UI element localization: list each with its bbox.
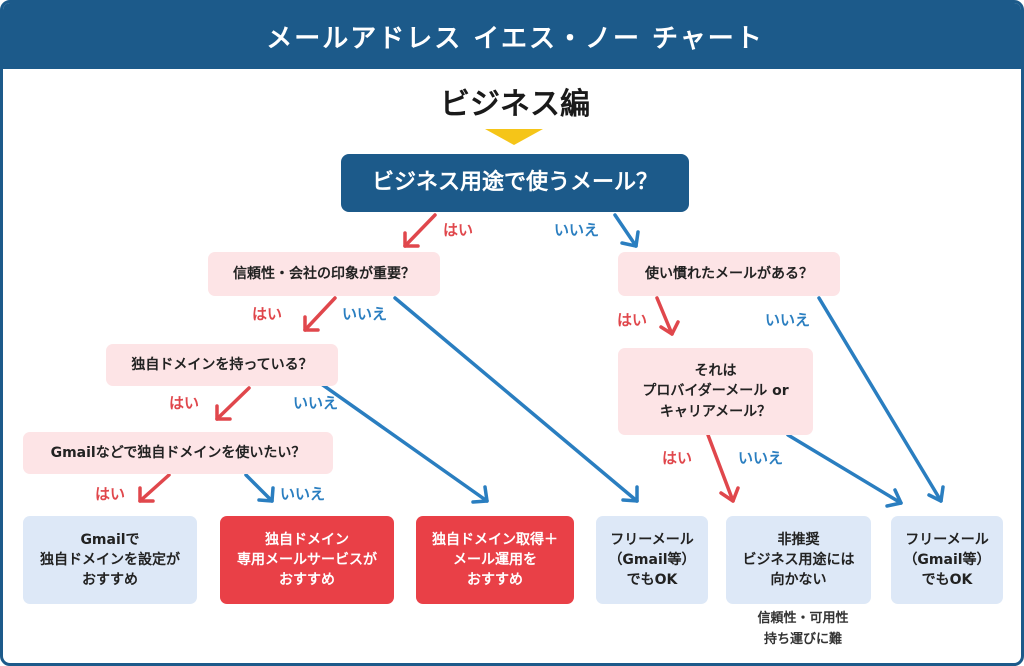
- question-provider: それは プロバイダーメール or キャリアメール？: [618, 348, 813, 435]
- note-not-recommended: 信頼性・可用性 持ち運びに難: [733, 609, 873, 651]
- subtitle: ビジネス編: [440, 87, 590, 122]
- header-title: メールアドレス イエス・ノー チャート: [3, 3, 1021, 69]
- result-free-1-line1: フリーメール: [610, 531, 694, 548]
- arrow-trust-no: [393, 296, 639, 503]
- arrow-gmail-no: [244, 473, 275, 503]
- question-gmail-domain-text: Gmailなどで独自ドメインを使いたい？: [50, 444, 306, 461]
- label-domain-no: いいえ: [293, 394, 339, 412]
- arrow-main-yes: [403, 213, 437, 248]
- question-trust-text: 信頼性・会社の印象が重要？: [233, 265, 415, 282]
- question-used-to-text: 使い慣れたメールがある？: [645, 265, 813, 282]
- question-main-text: ビジネス用途で使うメール？: [371, 170, 658, 196]
- label-trust-no: いいえ: [342, 305, 388, 323]
- arrow-used-no: [817, 296, 945, 503]
- label-main-yes: はい: [443, 221, 474, 239]
- question-main: ビジネス用途で使うメール？: [341, 154, 689, 212]
- result-not-recommended-line3: 向かない: [770, 572, 827, 589]
- question-domain-text: 独自ドメインを持っている？: [131, 356, 313, 373]
- label-used-yes: はい: [617, 311, 648, 329]
- label-gmail-yes: はい: [95, 485, 126, 503]
- result-dedicated-line2: 専用メールサービスが: [237, 551, 377, 568]
- result-free-2-line2: （Gmail等）: [903, 551, 991, 568]
- result-free-2-line3: でもOK: [921, 572, 973, 589]
- result-free-1-line3: でもOK: [626, 572, 678, 589]
- result-gmail-domain: Gmailで 独自ドメインを設定が おすすめ: [23, 516, 197, 604]
- result-dedicated: 独自ドメイン 専用メールサービスが おすすめ: [220, 516, 394, 604]
- arrow-domain-no: [301, 369, 489, 504]
- result-acquire-line1: 独自ドメイン取得＋: [432, 531, 558, 548]
- question-provider-line2: プロバイダーメール or: [642, 383, 789, 400]
- result-free-1-line2: （Gmail等）: [608, 551, 696, 568]
- arrow-provider-no: [786, 433, 903, 508]
- question-provider-line3: キャリアメール？: [659, 403, 772, 420]
- result-not-recommended: 非推奨 ビジネス用途には 向かない: [726, 516, 871, 604]
- result-not-recommended-line1: 非推奨: [777, 531, 820, 548]
- note-line2: 持ち運びに難: [763, 631, 842, 647]
- result-not-recommended-line2: ビジネス用途には: [742, 551, 855, 568]
- label-used-no: いいえ: [765, 311, 811, 329]
- result-acquire-line2: メール運用を: [453, 551, 537, 568]
- connector-layer: [138, 129, 945, 508]
- result-gmail-domain-line1: Gmailで: [80, 531, 140, 548]
- note-line1: 信頼性・可用性: [757, 611, 849, 626]
- result-free-1: フリーメール （Gmail等） でもOK: [596, 516, 708, 604]
- arrow-gmail-yes: [138, 473, 171, 503]
- result-dedicated-line3: おすすめ: [279, 572, 335, 589]
- result-acquire: 独自ドメイン取得＋ メール運用を おすすめ: [416, 516, 574, 604]
- arrow-trust-yes: [303, 296, 337, 332]
- arrow-main-no: [613, 213, 640, 248]
- arrow-provider-yes: [706, 433, 740, 503]
- down-triangle-icon: [485, 129, 543, 145]
- question-used-to: 使い慣れたメールがある？: [618, 252, 840, 296]
- arrow-used-yes: [655, 296, 680, 336]
- label-main-no: いいえ: [554, 221, 600, 239]
- result-free-2: フリーメール （Gmail等） でもOK: [891, 516, 1003, 604]
- label-provider-no: いいえ: [738, 449, 784, 467]
- label-provider-yes: はい: [662, 449, 693, 467]
- question-gmail-domain: Gmailなどで独自ドメインを使いたい？: [23, 432, 333, 474]
- result-dedicated-line1: 独自ドメイン: [265, 531, 349, 548]
- result-gmail-domain-line2: 独自ドメインを設定が: [40, 551, 180, 568]
- question-provider-line1: それは: [694, 363, 737, 380]
- result-gmail-domain-line3: おすすめ: [82, 572, 138, 589]
- arrow-domain-yes: [215, 386, 251, 421]
- label-domain-yes: はい: [169, 394, 200, 412]
- result-free-2-line1: フリーメール: [905, 531, 989, 548]
- label-trust-yes: はい: [252, 305, 283, 323]
- question-trust: 信頼性・会社の印象が重要？: [208, 252, 440, 296]
- result-acquire-line3: おすすめ: [467, 572, 523, 589]
- question-domain: 独自ドメインを持っている？: [106, 344, 338, 386]
- label-gmail-no: いいえ: [280, 485, 326, 503]
